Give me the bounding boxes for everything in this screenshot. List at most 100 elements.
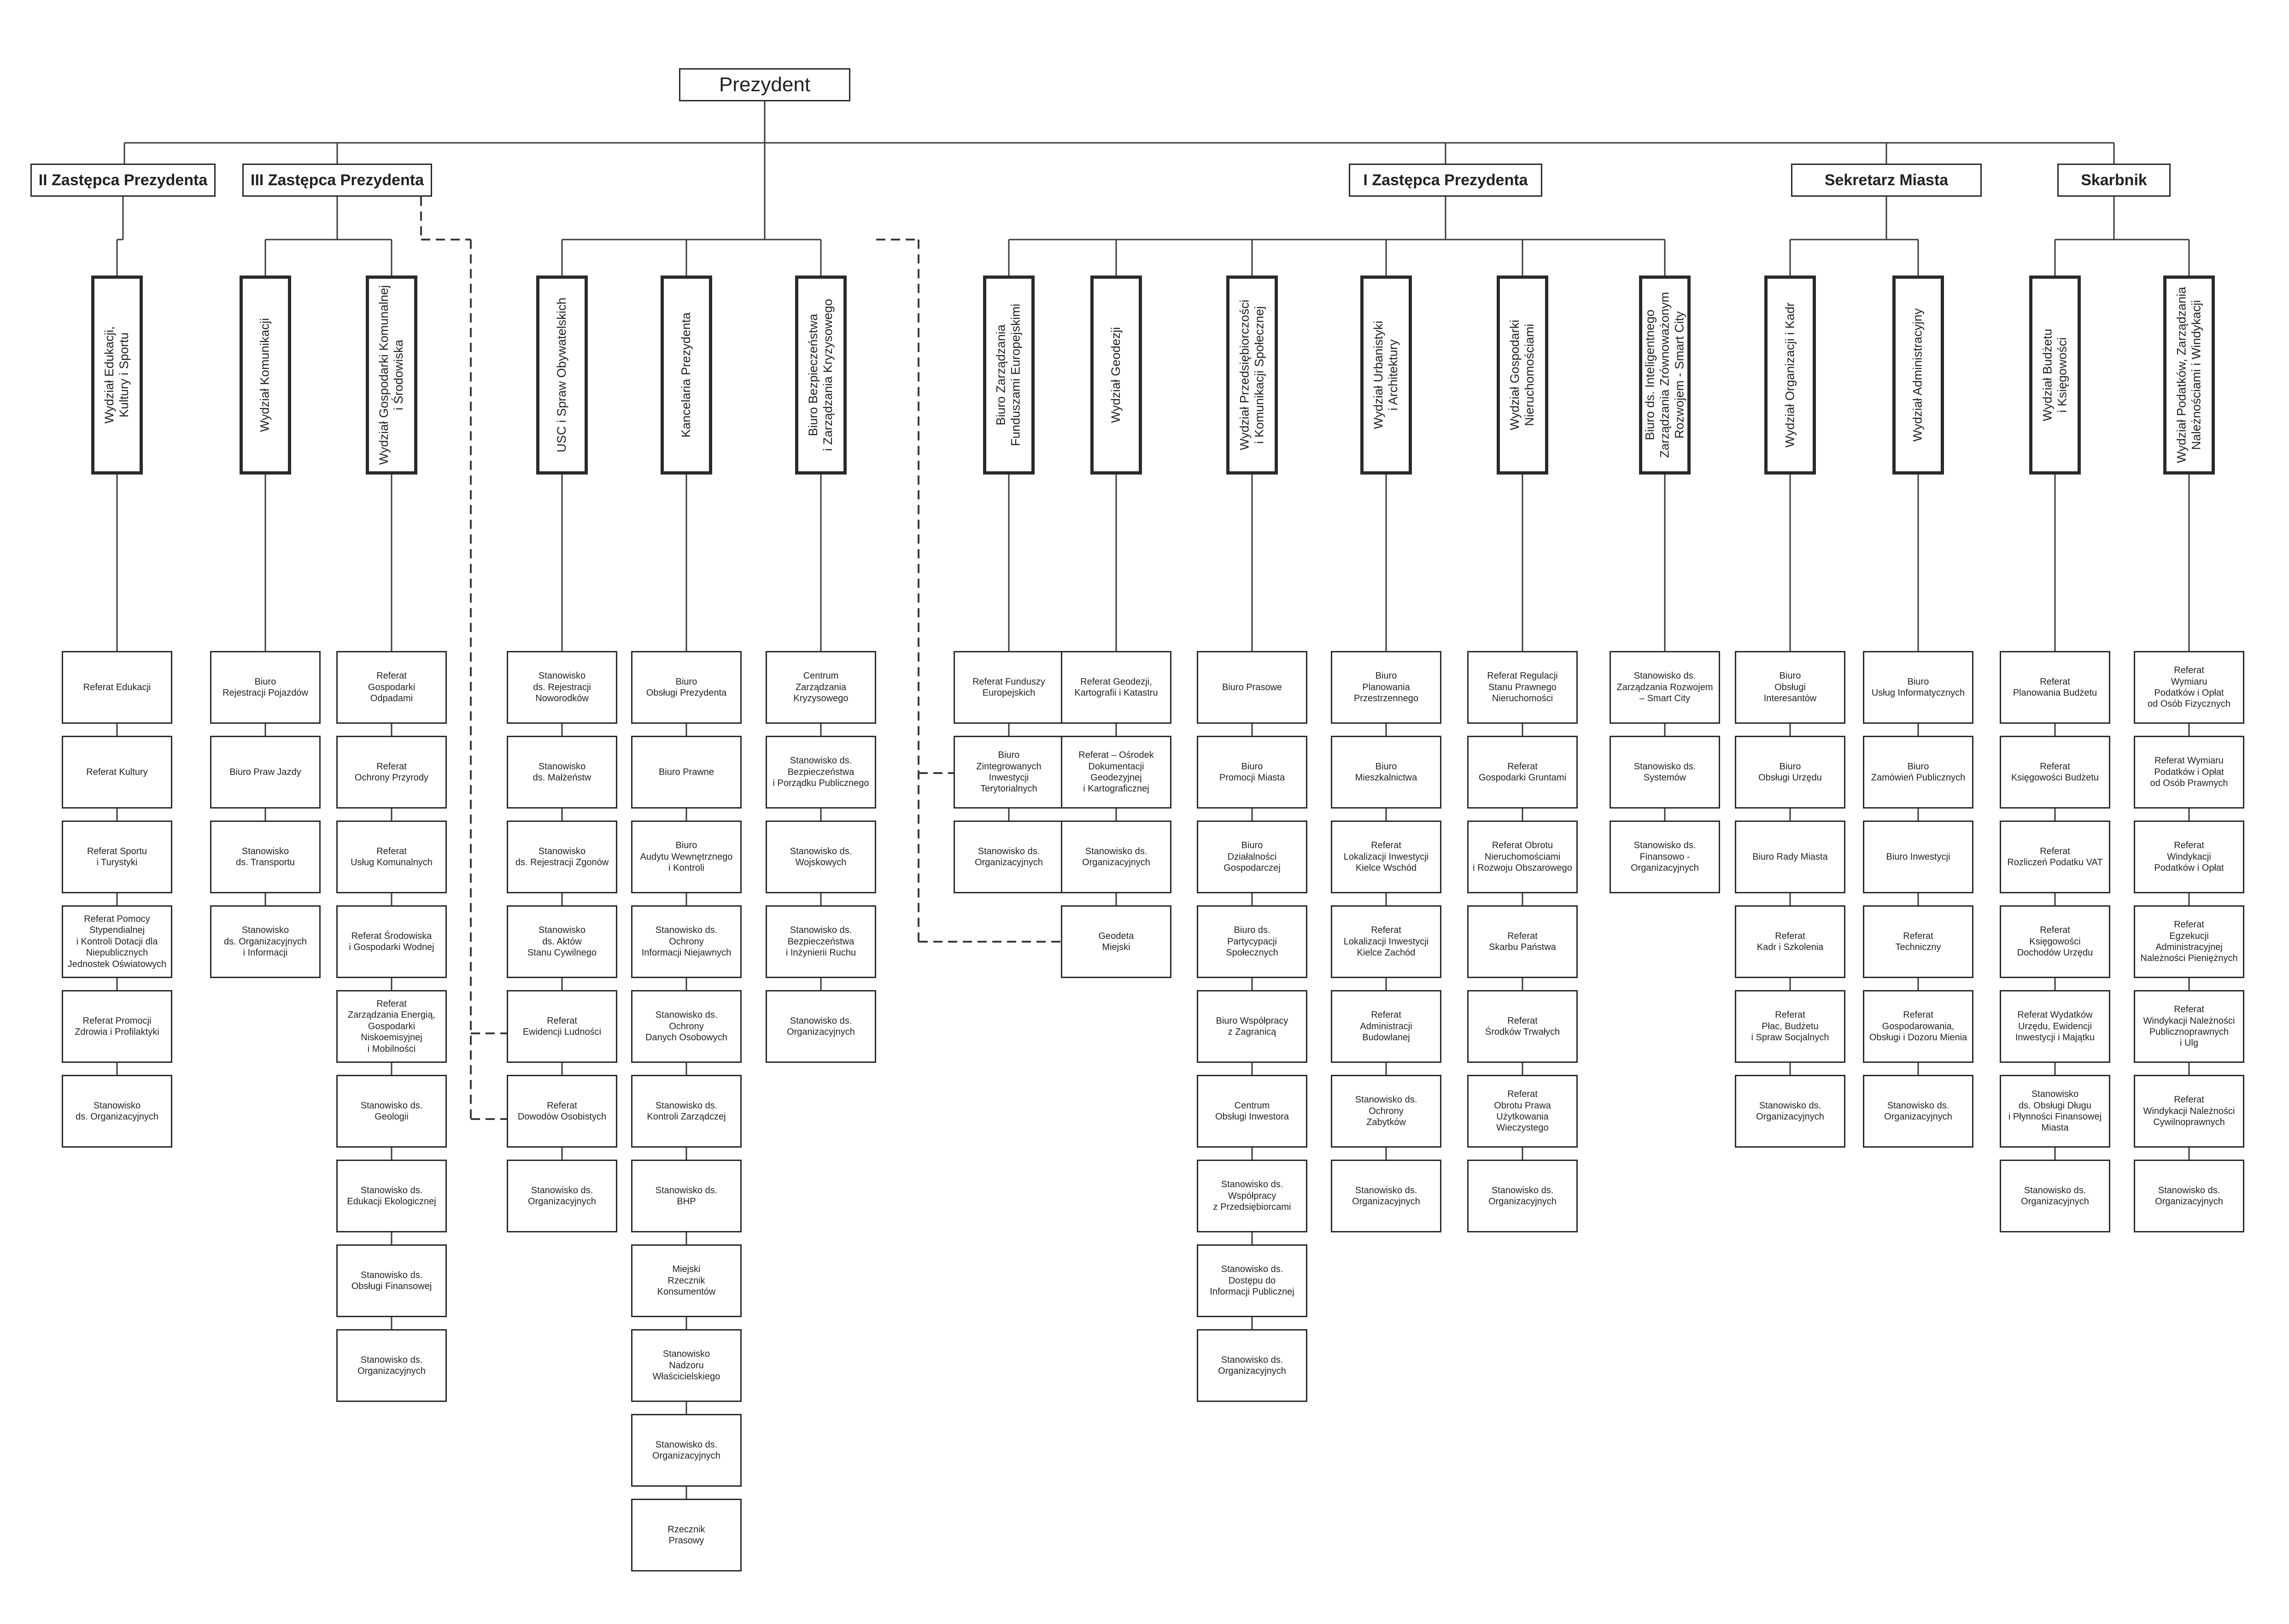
unit-sub-box: Stanowisko ds. Edukacji Ekologicznej [336, 1160, 447, 1232]
unit-sub-box-label: Referat Windykacji Podatków i Opłat [2154, 840, 2224, 874]
unit-sub-box: Referat Regulacji Stanu Prawnego Nieruch… [1467, 651, 1578, 724]
unit-sub-box-label: Biuro Promocji Miasta [1219, 761, 1285, 783]
unit-box-label: Wydział Komunikacji [258, 318, 272, 432]
unit-box-label: Wydział Budżetu i Księgowości [2040, 328, 2069, 422]
unit-box: Biuro ds. Inteligentnego Zarządzania Zró… [1639, 276, 1691, 475]
unit-sub-box-label: Biuro Działalności Gospodarczej [1224, 840, 1281, 874]
unit-sub-box-label: Referat Rozliczeń Podatku VAT [2007, 846, 2103, 868]
unit-sub-box-label: Stanowisko ds. Organizacyjnych [2155, 1185, 2223, 1207]
unit-box: Kancelaria Prezydenta [661, 276, 712, 475]
unit-sub-box: Stanowisko ds. Organizacyjnych i Informa… [210, 905, 321, 978]
unit-sub-box-label: Stanowisko ds. Organizacyjnych [1352, 1185, 1420, 1207]
unit-sub-box: Biuro Praw Jazdy [210, 736, 321, 809]
deputy-box: I Zastępca Prezydenta [1349, 164, 1542, 197]
president-unit-sub-box: Stanowisko ds. Kontroli Zarządczej [631, 1075, 742, 1148]
president-unit-sub-box: Stanowisko ds. Aktów Stanu Cywilnego [507, 905, 617, 978]
president-unit-sub-box: Stanowisko ds. Małżeństw [507, 736, 617, 809]
unit-sub-box-label: Referat – Ośrodek Dokumentacji Geodezyjn… [1078, 750, 1154, 794]
unit-sub-box-label: Referat Wymiaru Podatków i Opłat od Osób… [2150, 756, 2228, 789]
deputy-box-label: Sekretarz Miasta [1824, 171, 1949, 189]
president-unit-sub-box: Rzecznik Prasowy [631, 1499, 742, 1571]
unit-sub-box: Stanowisko ds. Organizacyjnych [62, 1075, 172, 1148]
unit-box-label: Wydział Podatków, Zarządzania Należności… [2174, 287, 2203, 463]
unit-sub-box: Biuro Zintegrowanych Inwestycji Terytori… [954, 736, 1064, 809]
president-unit-sub-box-label: Stanowisko ds. Ochrony Danych Osobowych [645, 1010, 727, 1043]
unit-sub-box: Referat Księgowości Dochodów Urzędu [2000, 905, 2110, 978]
unit-sub-box: Biuro Mieszkalnictwa [1331, 736, 1441, 809]
president-unit-sub-box-label: Biuro Prawne [658, 767, 714, 777]
unit-sub-box-label: Biuro Rady Miasta [1752, 851, 1828, 862]
unit-sub-box-label: Referat Obrotu Prawa Użytkowania Wieczys… [1494, 1089, 1551, 1133]
unit-box-label: Wydział Gospodarki Nieruchomościami [1508, 320, 1537, 430]
unit-sub-box-label: Referat Wydatków Urzędu, Ewidencji Inwes… [2015, 1010, 2095, 1043]
unit-sub-box-label: Referat Lokalizacji Inwestycji Kielce Ws… [1343, 840, 1429, 874]
unit-sub-box-label: Stanowisko ds. Organizacyjnych [1756, 1100, 1824, 1122]
unit-box: Biuro Zarządzania Funduszami Europejskim… [983, 276, 1035, 475]
president-unit-sub-box: Stanowisko Nadzoru Właścicielskiego [631, 1329, 742, 1402]
unit-sub-box-label: Biuro Obsługi Interesantów [1763, 671, 1817, 704]
president-unit-sub-box-label: Stanowisko ds. Kontroli Zarządczej [647, 1100, 726, 1122]
unit-sub-box: Referat Ochrony Przyrody [336, 736, 447, 809]
unit-box-label: Wydział Organizacji i Kadr [1783, 302, 1797, 448]
president-unit-sub-box-label: Stanowisko ds. Małżeństw [533, 761, 591, 783]
unit-sub-box: Referat Obrotu Prawa Użytkowania Wieczys… [1467, 1075, 1578, 1148]
unit-sub-box-label: Stanowisko ds. Organizacyjnych [1082, 846, 1150, 868]
unit-sub-box: Stanowisko ds. Transportu [210, 821, 321, 893]
unit-sub-box: Biuro Promocji Miasta [1197, 736, 1307, 809]
unit-sub-box: Referat Windykacji Należności Cywilnopra… [2134, 1075, 2244, 1148]
deputy-box-label: III Zastępca Prezydenta [250, 171, 424, 189]
president-unit-sub-box-label: Stanowisko ds. Aktów Stanu Cywilnego [527, 925, 597, 958]
unit-box-label: Wydział Przedsiębiorczości i Komunikacji… [1237, 299, 1266, 451]
unit-sub-box: Referat Kultury [62, 736, 172, 809]
president-unit-sub-box: Referat Dowodów Osobistych [507, 1075, 617, 1148]
unit-box: Wydział Organizacji i Kadr [1764, 276, 1816, 475]
unit-sub-box-label: Referat Administracji Budowlanej [1360, 1010, 1412, 1043]
president-unit-sub-box-label: Stanowisko ds. Ochrony Informacji Niejaw… [641, 925, 732, 958]
unit-box-label: Wydział Administracyjny [1911, 308, 1925, 442]
unit-box: Wydział Podatków, Zarządzania Należności… [2163, 276, 2215, 475]
unit-sub-box: Referat Egzekucji Administracyjnej Należ… [2134, 905, 2244, 978]
president-unit-sub-box-label: Rzecznik Prasowy [667, 1524, 705, 1546]
unit-sub-box-label: Biuro Inwestycji [1886, 851, 1950, 862]
unit-sub-box-label: Referat Księgowości Dochodów Urzędu [2017, 925, 2093, 958]
unit-sub-box-label: Stanowisko ds. Organizacyjnych [1218, 1354, 1286, 1376]
president-unit-sub-box-label: Miejski Rzecznik Konsumentów [657, 1264, 716, 1297]
president-box: Prezydent [679, 68, 850, 101]
unit-sub-box-label: Referat Usług Komunalnych [351, 846, 433, 868]
unit-sub-box: Stanowisko ds. Zarządzania Rozwojem – Sm… [1610, 651, 1720, 724]
unit-sub-box-label: Biuro Planowania Przestrzennego [1353, 671, 1419, 704]
unit-sub-box-label: Stanowisko ds. Organizacyjnych [1488, 1185, 1557, 1207]
unit-sub-box-label: Referat Gospodarowania, Obsługi i Dozoru… [1869, 1010, 1967, 1043]
unit-sub-box-label: Stanowisko ds. Organizacyjnych [1884, 1100, 1952, 1122]
unit-sub-box-label: Referat Funduszy Europejskich [972, 676, 1045, 698]
unit-sub-box-label: Referat Windykacji Należności Cywilnopra… [2143, 1095, 2235, 1128]
unit-sub-box: Stanowisko ds. Systemów [1610, 736, 1720, 809]
unit-sub-box-label: Referat Windykacji Należności Publicznop… [2143, 1004, 2235, 1049]
unit-sub-box-label: Referat Skarbu Państwa [1489, 931, 1556, 952]
unit-box-label: Wydział Gospodarki Komunalnej i Środowis… [377, 285, 406, 465]
unit-sub-box: Referat Funduszy Europejskich [954, 651, 1064, 724]
deputy-box: Skarbnik [2057, 164, 2171, 197]
unit-sub-box: Centrum Obsługi Inwestora [1197, 1075, 1307, 1148]
unit-sub-box: Geodeta Miejski [1061, 905, 1171, 978]
unit-sub-box-label: Stanowisko ds. Geologii [360, 1100, 423, 1122]
unit-sub-box: Referat Windykacji Podatków i Opłat [2134, 821, 2244, 893]
unit-sub-box: Biuro Rady Miasta [1735, 821, 1845, 893]
unit-sub-box: Biuro Prasowe [1197, 651, 1307, 724]
president-unit-sub-box: Miejski Rzecznik Konsumentów [631, 1244, 742, 1317]
deputy-box-label: II Zastępca Prezydenta [38, 171, 208, 189]
unit-sub-box: Biuro Inwestycji [1863, 821, 1973, 893]
unit-sub-box: Biuro Rejestracji Pojazdów [210, 651, 321, 724]
president-unit-sub-box-label: Referat Dowodów Osobistych [517, 1100, 607, 1122]
unit-box: Wydział Komunikacji [240, 276, 291, 475]
unit-sub-box-label: Referat Promocji Zdrowia i Profilaktyki [75, 1015, 159, 1037]
unit-sub-box: Referat – Ośrodek Dokumentacji Geodezyjn… [1061, 736, 1171, 809]
unit-sub-box-label: Referat Kultury [86, 767, 148, 777]
unit-sub-box: Biuro Planowania Przestrzennego [1331, 651, 1441, 724]
unit-sub-box: Referat Pomocy Stypendialnej i Kontroli … [62, 905, 172, 978]
unit-sub-box: Biuro Współpracy z Zagranicą [1197, 990, 1307, 1063]
president-unit-sub-box: Biuro Prawne [631, 736, 742, 809]
unit-sub-box: Stanowisko ds. Współpracy z Przedsiębior… [1197, 1160, 1307, 1232]
unit-sub-box: Biuro Zamówień Publicznych [1863, 736, 1973, 809]
